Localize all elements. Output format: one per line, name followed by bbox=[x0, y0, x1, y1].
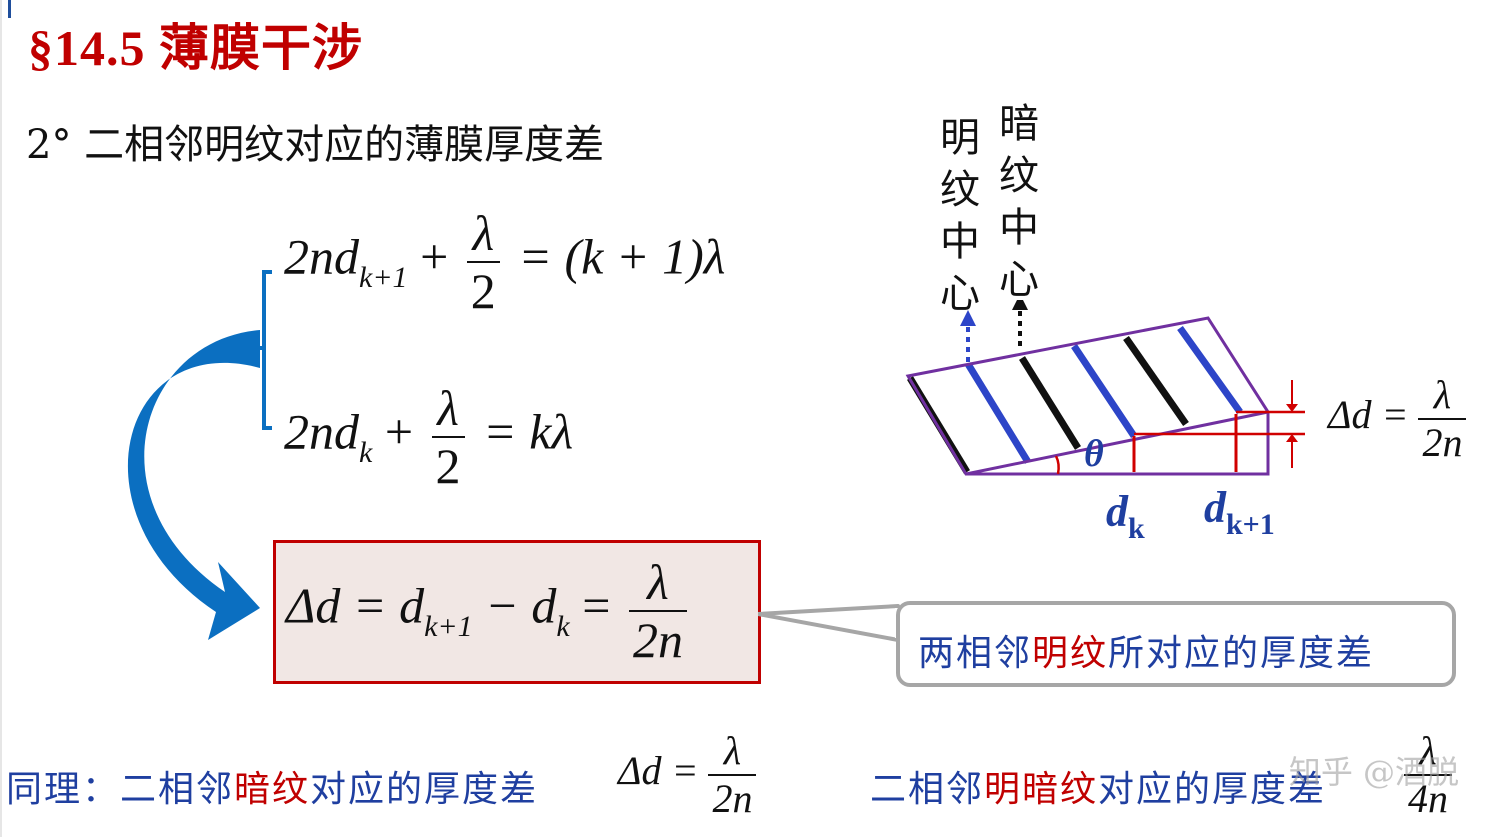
watermark: 知乎 @酒脱 bbox=[1288, 753, 1459, 791]
bright-fringe-label: 明纹中心 bbox=[940, 115, 980, 317]
callout-highlight: 明纹 bbox=[1032, 633, 1109, 674]
eq2-sub: k bbox=[359, 436, 373, 470]
bottom-left-text: 同理：二相邻暗纹对应的厚度差 bbox=[6, 760, 538, 812]
bottom-right-part3: 对应的厚度差 bbox=[1098, 769, 1327, 810]
theta-label: θ bbox=[1084, 433, 1104, 475]
diagram-delta-den: 2n bbox=[1418, 418, 1467, 466]
callout-text: 两相邻明纹所对应的厚度差 bbox=[918, 624, 1374, 676]
eq2-rhs: = kλ bbox=[483, 403, 574, 460]
wedge-film-diagram bbox=[905, 300, 1305, 476]
section-subtitle: 2° 二相邻明纹对应的薄膜厚度差 bbox=[26, 122, 605, 168]
callout-pointer bbox=[758, 604, 901, 642]
diagram-delta-lhs: Δd = bbox=[1328, 392, 1409, 438]
callout-part3: 所对应的厚度差 bbox=[1108, 633, 1375, 674]
eq1-plus: + bbox=[420, 228, 449, 285]
dk1-symbol: d bbox=[1204, 483, 1226, 532]
dk1-label: dk+1 bbox=[1204, 482, 1275, 541]
bottom-left-part3: 对应的厚度差 bbox=[310, 769, 539, 810]
page-title: §14.5 薄膜干涉 bbox=[28, 20, 363, 76]
boxed-num: λ bbox=[647, 554, 669, 610]
eq1-sub: k+1 bbox=[359, 261, 408, 295]
bottom-right-part1: 二相邻 bbox=[870, 769, 985, 810]
bottom-right-text: 二相邻明暗纹对应的厚度差 bbox=[870, 760, 1326, 812]
bottom-left-formula-lhs: Δd = bbox=[618, 748, 699, 794]
dk-sub: k bbox=[1128, 512, 1145, 545]
bottom-left-highlight: 暗纹 bbox=[234, 769, 311, 810]
eq1-lhs: 2nd bbox=[284, 228, 359, 285]
eq2-num: λ bbox=[437, 380, 459, 436]
eq2-den: 2 bbox=[431, 436, 465, 494]
result-box bbox=[273, 540, 761, 684]
bottom-right-highlight: 明暗纹 bbox=[984, 769, 1099, 810]
callout-box bbox=[896, 601, 1456, 687]
eq1-rhs: = (k + 1)λ bbox=[518, 228, 726, 285]
callout-part1: 两相邻 bbox=[918, 633, 1033, 674]
dk-symbol: d bbox=[1106, 487, 1128, 536]
boxed-sub2: k bbox=[556, 610, 570, 644]
dk-label: dk bbox=[1106, 486, 1145, 545]
boxed-sub1: k+1 bbox=[424, 610, 473, 644]
eq1-den: 2 bbox=[466, 261, 500, 319]
boxed-lhs: Δd = d bbox=[286, 577, 425, 634]
eq2-lhs: 2nd bbox=[284, 403, 359, 460]
bottom-left-num: λ bbox=[723, 728, 742, 773]
boxed-den: 2n bbox=[628, 610, 687, 668]
bottom-right-den: 4n bbox=[1404, 774, 1452, 822]
curved-arrow-icon bbox=[127, 270, 272, 640]
dark-fringe-label: 暗纹中心 bbox=[999, 101, 1039, 303]
boxed-mid: − d bbox=[485, 577, 557, 634]
slide-left-border bbox=[0, 0, 2, 837]
eq1-num: λ bbox=[472, 205, 495, 261]
dk1-sub: k+1 bbox=[1226, 508, 1275, 541]
bottom-right-num: λ bbox=[1419, 728, 1437, 773]
diagram-delta-num: λ bbox=[1433, 372, 1452, 417]
slide-corner-mark bbox=[8, 0, 11, 18]
bottom-left-den: 2n bbox=[708, 774, 757, 822]
boxed-eq-sign: = bbox=[582, 577, 611, 634]
eq2-plus: + bbox=[384, 403, 414, 460]
bottom-left-part1: 同理：二相邻 bbox=[6, 769, 235, 810]
